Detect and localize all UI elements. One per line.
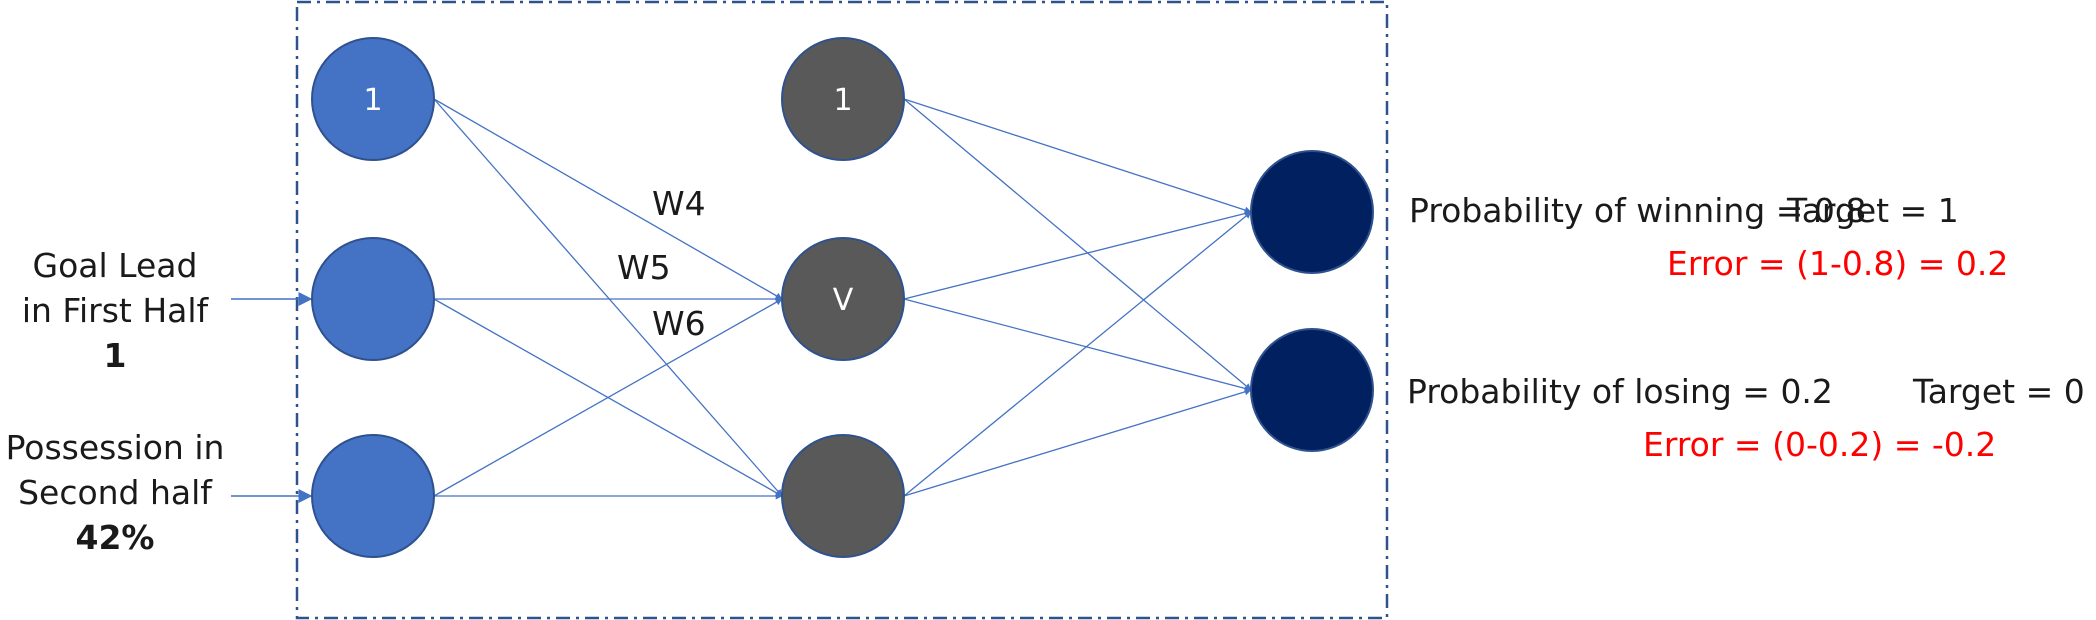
- input-node: [311, 237, 435, 361]
- input-node-circle: [311, 37, 435, 161]
- output-node: [1250, 328, 1374, 452]
- edge-layer: [433, 98, 1252, 500]
- edge-h2-o0: [903, 211, 1252, 497]
- edge-h0-o1: [903, 98, 1252, 391]
- output-prediction-winning: Probability of winning = 0.8: [1409, 191, 1866, 230]
- network-frame: [295, 0, 1389, 620]
- output-prediction-losing: Probability of losing = 0.2: [1407, 372, 1833, 411]
- input-node: [311, 434, 435, 558]
- edge-h1-o0: [903, 210, 1252, 300]
- hidden-node: 1: [781, 37, 905, 161]
- weight-label-w6: W6: [652, 304, 706, 343]
- input-node: 1: [311, 37, 435, 161]
- input-node-label: 1: [363, 83, 382, 118]
- output-error-losing: Error = (0-0.2) = -0.2: [1643, 425, 1996, 464]
- hidden-node-circle: [781, 237, 905, 361]
- output-target-losing: Target = 0: [1912, 372, 2085, 411]
- hidden-node-circle: [781, 434, 905, 558]
- hidden-node: [781, 434, 905, 558]
- edge-h1-o1: [903, 298, 1252, 392]
- edge-h2-o1: [903, 388, 1252, 497]
- node-layer: 1 1V: [311, 37, 1374, 558]
- input-label-possession-line1: Possession in: [6, 428, 225, 467]
- weight-label-w4: W4: [652, 184, 706, 223]
- hidden-node: V: [781, 237, 905, 361]
- input-value-goal-lead: 1: [104, 336, 127, 375]
- hidden-node-label: 1: [833, 83, 852, 118]
- output-node-circle: [1250, 150, 1374, 274]
- output-node-circle: [1250, 328, 1374, 452]
- hidden-node-label: V: [833, 283, 854, 318]
- weight-label-w5: W5: [617, 248, 671, 287]
- input-node-circle: [311, 434, 435, 558]
- input-value-possession: 42%: [76, 518, 155, 557]
- edge-i0-h2: [433, 98, 783, 497]
- hidden-node-circle: [781, 37, 905, 161]
- input-label-goal-lead-line1: Goal Lead: [33, 246, 198, 285]
- edge-i0-h1: [433, 98, 783, 300]
- edge-h0-o0: [903, 98, 1252, 214]
- input-label-possession-line2: Second half: [18, 473, 213, 512]
- output-node: [1250, 150, 1374, 274]
- output-error-winning: Error = (1-0.8) = 0.2: [1667, 244, 2008, 283]
- input-node-circle: [311, 237, 435, 361]
- input-label-goal-lead-line2: in First Half: [22, 291, 210, 330]
- output-target-winning: Target = 1: [1786, 191, 1959, 230]
- edge-i2-h1: [433, 298, 783, 497]
